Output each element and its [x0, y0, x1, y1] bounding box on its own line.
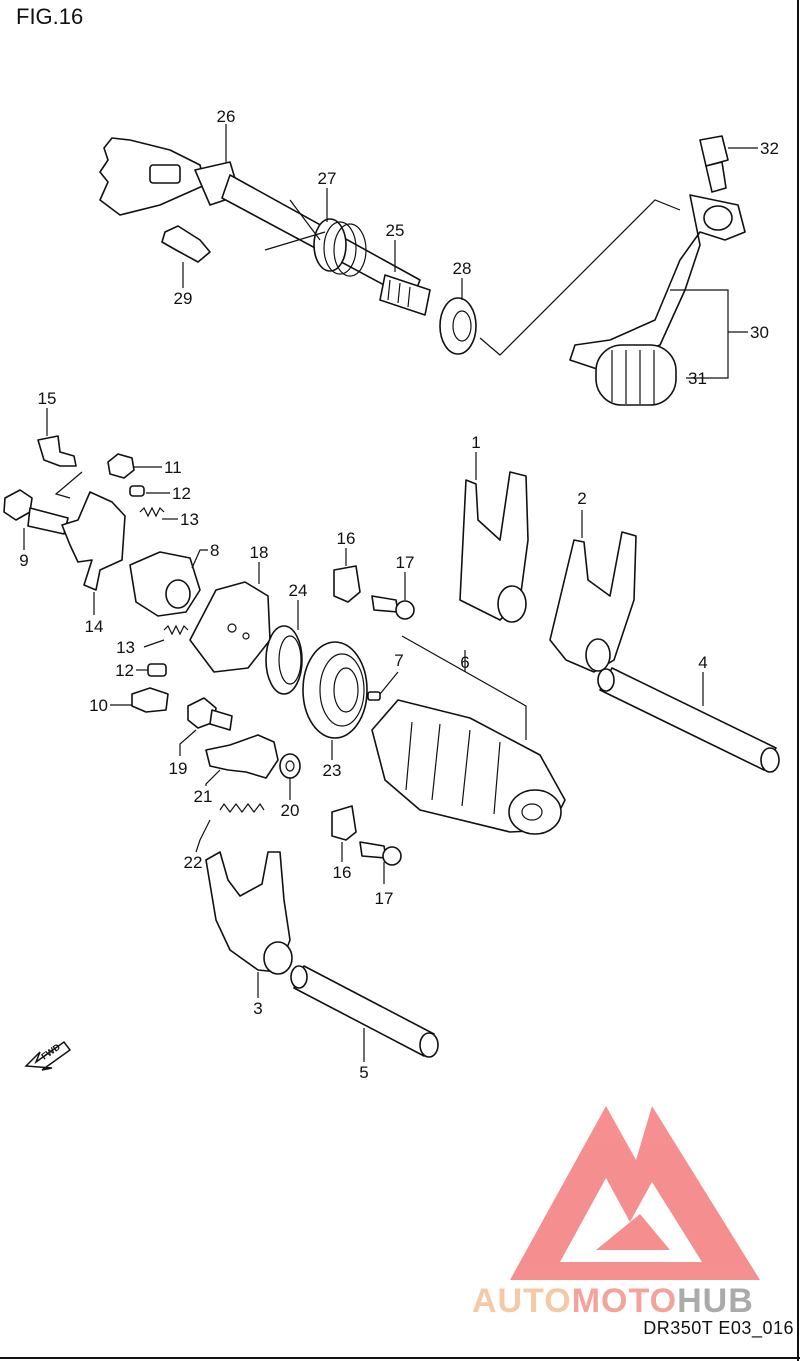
part-21-stopper-plate	[205, 734, 279, 786]
part-17a-screw	[371, 572, 415, 620]
part-13a-spring	[139, 506, 178, 520]
part-24-shim	[265, 600, 303, 695]
callout-19: 19	[169, 759, 188, 778]
callout-12a: 12	[172, 484, 191, 503]
callout-15: 15	[38, 389, 57, 408]
callout-10: 10	[89, 696, 108, 715]
callout-23: 23	[323, 761, 342, 780]
callout-5: 5	[359, 1063, 368, 1082]
callout-16a: 16	[337, 529, 356, 548]
part-27-return-spring	[264, 188, 367, 277]
part-13b-spring	[143, 624, 189, 648]
part-4-fork-shaft	[597, 667, 780, 773]
part-20-washer	[279, 753, 301, 800]
callout-7: 7	[394, 651, 403, 670]
callout-21: 21	[194, 787, 213, 806]
figure-title: FIG.16	[16, 4, 84, 29]
callout-18: 18	[250, 543, 269, 562]
callout-11: 11	[164, 458, 182, 477]
callout-31: 31	[688, 369, 707, 388]
watermark-seg-auto: AUTO	[472, 1282, 572, 1320]
part-17b-screw	[359, 841, 402, 884]
callout-13a: 13	[180, 510, 199, 529]
part-16b-plate	[331, 805, 357, 862]
part-18-cam-guide	[189, 562, 271, 673]
callout-1: 1	[471, 433, 480, 452]
callout-26: 26	[217, 107, 236, 126]
callout-25: 25	[386, 221, 405, 240]
part-16a-plate	[333, 548, 361, 603]
callout-28: 28	[453, 259, 472, 278]
callout-30: 30	[750, 323, 769, 342]
figure-code: DR350T E03_016	[643, 1318, 794, 1338]
part-1-shift-fork	[459, 452, 529, 623]
callout-20: 20	[281, 801, 300, 820]
callout-2: 2	[577, 489, 586, 508]
part-14-gearshift-stopper	[61, 491, 126, 615]
part-30-gearshift-lever	[569, 194, 748, 406]
watermark-logo	[510, 1106, 760, 1280]
callout-9: 9	[19, 551, 28, 570]
part-12a-pin	[129, 485, 170, 497]
callout-13b: 13	[116, 638, 135, 657]
part-29-stopper-pin	[161, 225, 211, 288]
callout-4: 4	[698, 653, 707, 672]
part-11-pawl	[107, 453, 162, 479]
watermark-seg-moto: MOTO	[572, 1282, 677, 1320]
callout-32: 32	[760, 139, 779, 158]
part-7-pin	[367, 671, 399, 701]
part-5-fork-shaft	[290, 965, 439, 1062]
part-2-shift-fork	[549, 510, 637, 673]
part-28-oil-seal	[439, 199, 681, 356]
part-3-shift-fork	[205, 851, 293, 998]
watermark-text: AUTOMOTOHUB	[472, 1282, 754, 1320]
part-8-cam-driven-gear	[129, 549, 208, 617]
callout-27: 27	[318, 169, 337, 188]
callout-3: 3	[253, 999, 262, 1018]
part-26-gearshift-shaft	[99, 124, 431, 316]
part-9-bolt	[3, 489, 69, 550]
part-15-screw	[37, 408, 77, 467]
callout-17a: 17	[396, 553, 415, 572]
callout-22: 22	[184, 853, 203, 872]
callout-6: 6	[460, 653, 469, 672]
part-32-bolt	[699, 135, 758, 193]
part-12b-pin	[136, 663, 167, 677]
callout-14: 14	[85, 617, 104, 636]
fwd-arrow-icon: FWD	[24, 1040, 72, 1071]
watermark-seg-hub: HUB	[677, 1282, 754, 1320]
callout-17b: 17	[375, 889, 394, 908]
callout-8: 8	[210, 541, 219, 560]
part-19-bolt	[179, 697, 233, 756]
callout-29: 29	[174, 289, 193, 308]
part-10-pawl	[110, 687, 169, 713]
callout-16b: 16	[333, 863, 352, 882]
callout-24: 24	[289, 581, 308, 600]
part-6-gearshift-cam	[371, 635, 566, 835]
part-22-spring	[195, 802, 265, 853]
callout-12b: 12	[115, 661, 134, 680]
part-23-bearing	[302, 641, 368, 760]
